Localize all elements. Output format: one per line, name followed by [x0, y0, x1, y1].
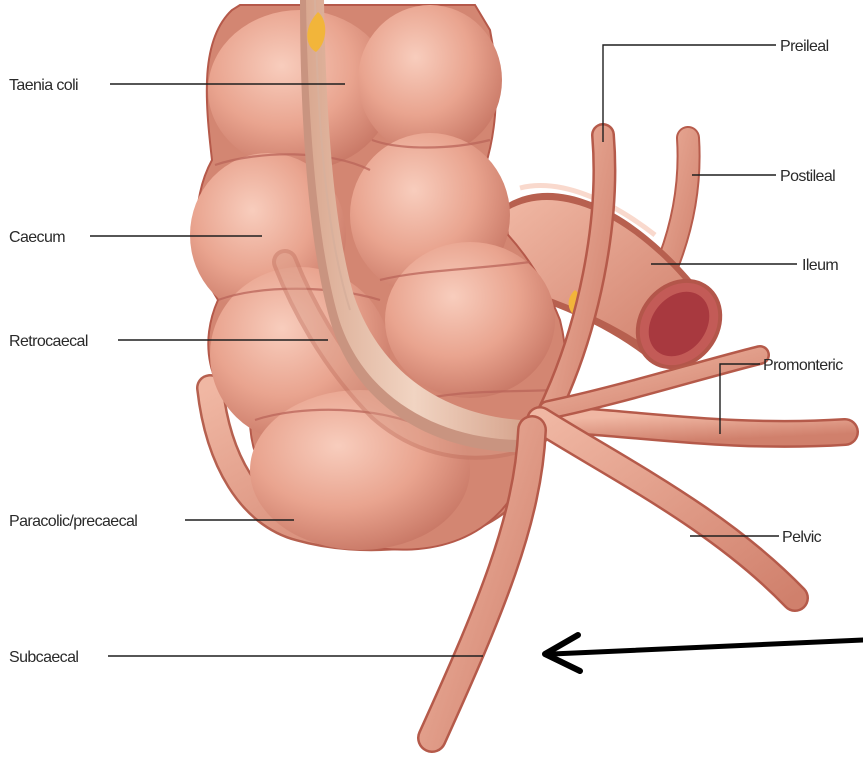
- label-promonteric: Promonteric: [763, 357, 843, 374]
- label-ileum: Ileum: [802, 257, 838, 274]
- label-postileal: Postileal: [780, 168, 835, 185]
- label-subcaecal: Subcaecal: [9, 649, 78, 666]
- label-preileal: Preileal: [780, 38, 829, 55]
- pointer-arrow: [545, 635, 863, 671]
- label-pelvic: Pelvic: [782, 529, 822, 546]
- label-retrocaecal: Retrocaecal: [9, 333, 88, 350]
- label-taenia-coli: Taenia coli: [9, 77, 78, 94]
- label-caecum: Caecum: [9, 229, 65, 246]
- label-paracolic: Paracolic/precaecal: [9, 513, 137, 530]
